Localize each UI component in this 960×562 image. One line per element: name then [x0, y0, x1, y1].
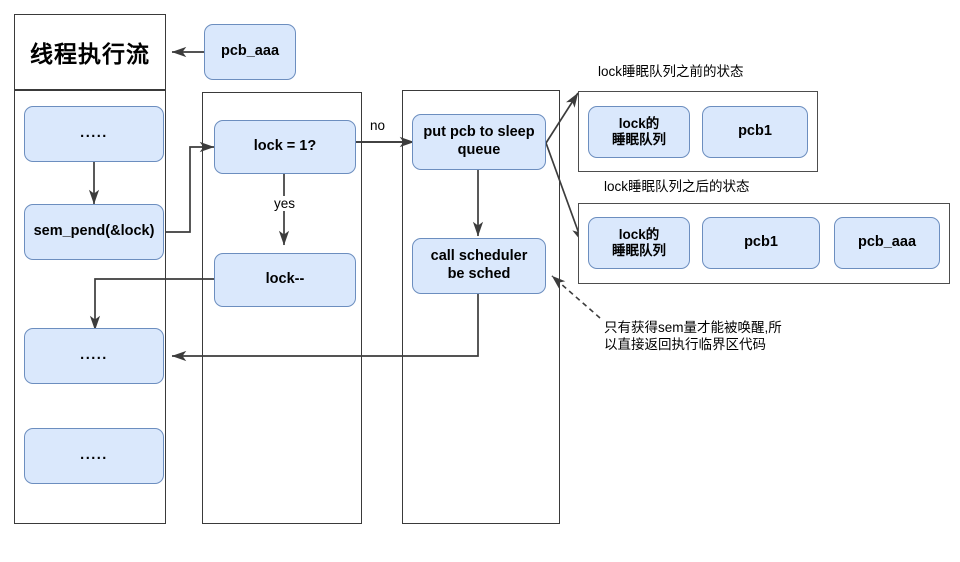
- node-call-scheduler[interactable]: call scheduler be sched: [412, 238, 546, 294]
- node-pcb-aaa-2-label: pcb_aaa: [857, 234, 917, 251]
- node-lock-check[interactable]: lock = 1?: [214, 120, 356, 174]
- lane-title-thread-flow: 线程执行流: [14, 14, 166, 90]
- node-flow-dots-1[interactable]: .....: [24, 106, 164, 162]
- node-pcb1-after[interactable]: pcb1: [702, 217, 820, 269]
- node-lock-sleep-queue-head-after[interactable]: lock的 睡眠队列: [588, 217, 690, 269]
- node-call-scheduler-label: call scheduler be sched: [430, 248, 528, 282]
- caption-after-state-text: lock睡眠队列之后的状态: [604, 179, 750, 194]
- node-lock-decrement[interactable]: lock--: [214, 253, 356, 307]
- node-pcb-aaa-top-label: pcb_aaa: [220, 43, 280, 60]
- edge-label-yes-text: yes: [274, 196, 296, 211]
- node-flow-dots-2-label: .....: [80, 347, 108, 364]
- node-pcb1-2-label: pcb1: [744, 234, 778, 251]
- caption-after-state: lock睡眠队列之后的状态: [604, 175, 750, 195]
- node-pcb-aaa-top[interactable]: pcb_aaa: [204, 24, 296, 80]
- caption-before-state: lock睡眠队列之前的状态: [598, 60, 744, 80]
- node-sem-pend[interactable]: sem_pend(&lock): [24, 204, 164, 260]
- node-flow-dots-3[interactable]: .....: [24, 428, 164, 484]
- node-flow-dots-2[interactable]: .....: [24, 328, 164, 384]
- edge-label-yes: yes: [272, 196, 298, 211]
- edge-label-no-text: no: [370, 118, 386, 133]
- node-pcb-aaa-after[interactable]: pcb_aaa: [834, 217, 940, 269]
- node-put-pcb-to-sleep-queue[interactable]: put pcb to sleep queue: [412, 114, 546, 170]
- node-pcb1-before[interactable]: pcb1: [702, 106, 808, 158]
- node-lock-decrement-label: lock--: [265, 271, 305, 288]
- annotation-sem-wakeup-note: 只有获得sem量才能被唤醒,所 以直接返回执行临界区代码: [604, 301, 934, 354]
- node-sem-pend-label: sem_pend(&lock): [33, 223, 155, 240]
- annotation-sem-wakeup-text: 只有获得sem量才能被唤醒,所 以直接返回执行临界区代码: [604, 319, 782, 353]
- lane-title-label: 线程执行流: [30, 41, 150, 67]
- node-lock-sleep-queue-head-before[interactable]: lock的 睡眠队列: [588, 106, 690, 158]
- node-queue-head-1-label: lock的 睡眠队列: [612, 115, 666, 147]
- node-pcb1-1-label: pcb1: [738, 123, 772, 140]
- node-queue-head-2-label: lock的 睡眠队列: [612, 226, 666, 258]
- node-put-pcb-label: put pcb to sleep queue: [423, 124, 535, 158]
- edge-label-no: no: [368, 118, 388, 133]
- caption-before-state-text: lock睡眠队列之前的状态: [598, 64, 744, 79]
- node-lock-check-label: lock = 1?: [253, 138, 317, 155]
- node-flow-dots-3-label: .....: [80, 447, 108, 464]
- node-flow-dots-1-label: .....: [80, 125, 108, 142]
